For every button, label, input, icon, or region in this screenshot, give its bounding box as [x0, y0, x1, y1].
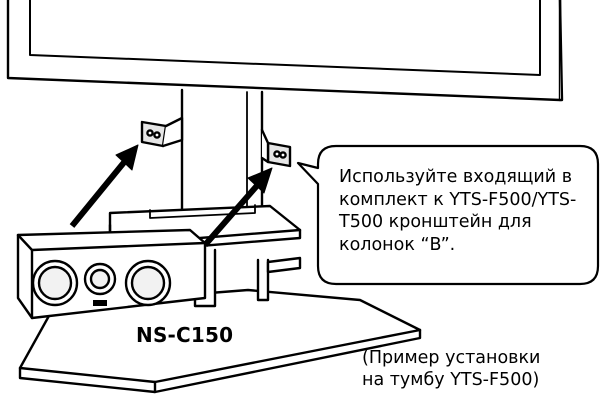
callout-line: T500 кронштейн для: [339, 212, 532, 232]
center-speaker: [16, 228, 207, 320]
callout-line: Используйте входящий в: [339, 167, 573, 187]
installation-caption: (Пример установки на тумбу YTS-F500): [362, 347, 592, 391]
bracket-left: [140, 116, 184, 148]
callout-line: колонок “B”.: [339, 234, 456, 255]
caption-line: (Пример установки: [362, 348, 541, 368]
callout-text: Используйте входящий в комплект к YTS-F5…: [339, 166, 591, 256]
arrow-right: [202, 167, 273, 247]
callout-balloon: [296, 144, 600, 286]
speaker-model-label: NS-C150: [136, 323, 234, 347]
bracket-right: [260, 128, 292, 168]
tv-panel: [6, 0, 564, 102]
arrow-left: [69, 144, 139, 228]
stand-base: [18, 288, 422, 394]
caption-line: на тумбу YTS-F500): [362, 370, 540, 390]
callout-line: комплект к YTS-F500/YTS-: [339, 189, 577, 210]
